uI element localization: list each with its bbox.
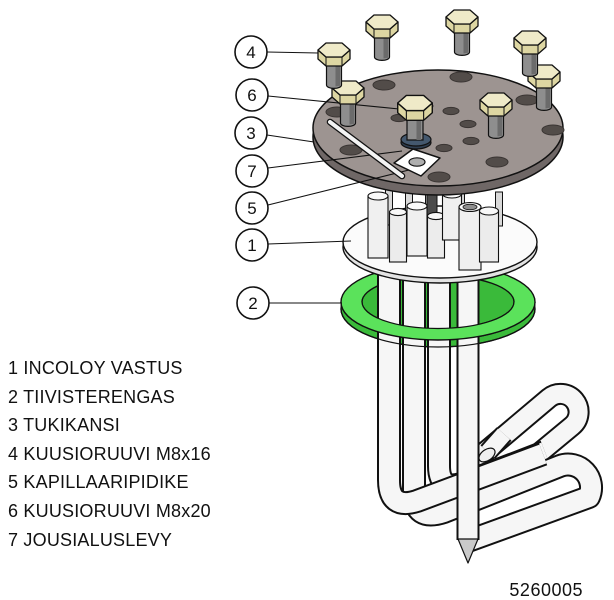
parts-list-item: 1 INCOLOY VASTUS	[8, 354, 211, 383]
pin	[388, 207, 408, 263]
part-item-name: KUUSIORUUVI M8x20	[23, 500, 211, 521]
hex-bolt-m8x16	[365, 14, 399, 62]
part-item-number: 2	[8, 386, 19, 407]
callout-1: 1	[235, 228, 269, 262]
pin	[478, 206, 500, 263]
callout-label: 7	[247, 162, 256, 181]
parts-list-item: 6 KUUSIORUUVI M8x20	[8, 497, 211, 526]
heating-element-tubes	[377, 253, 603, 564]
callout-4: 4	[234, 35, 268, 69]
part-item-name: KAPILLAARIPIDIKE	[23, 472, 189, 493]
parts-list-item: 3 TUKIKANSI	[8, 411, 211, 440]
part-item-number: 3	[8, 415, 19, 436]
part-item-name: TIIVISTERENGAS	[23, 386, 175, 407]
part-item-name: KUUSIORUUVI M8x16	[23, 443, 211, 464]
leader-lines	[266, 51, 410, 304]
parts-list-item: 4 KUUSIORUUVI M8x16	[8, 440, 211, 469]
part-item-name: JOUSIALUSLEVY	[23, 529, 173, 550]
drawing-part-number: 5260005	[509, 580, 583, 600]
callout-3: 3	[234, 116, 268, 150]
part-item-number: 1	[8, 358, 19, 378]
part-item-number: 7	[8, 529, 19, 550]
part-item-number: 4	[8, 443, 19, 464]
part-item-number: 5	[8, 472, 19, 493]
callout-6: 6	[235, 78, 269, 112]
callout-label: 1	[247, 236, 256, 255]
parts-list-item: 2 TIIVISTERENGAS	[8, 383, 211, 412]
callout-label: 2	[248, 294, 257, 313]
capillary-tube	[326, 118, 406, 180]
callout-7: 7	[235, 154, 269, 188]
capillary-holder	[393, 148, 441, 177]
callouts: 4 6 3 7 5 1 2	[234, 35, 270, 320]
parts-list-item: 5 KAPILLAARIPIDIKE	[8, 468, 211, 497]
callout-2: 2	[236, 286, 270, 320]
callout-label: 3	[246, 124, 255, 143]
pin	[406, 201, 428, 257]
part-item-name: INCOLOY VASTUS	[23, 358, 183, 378]
hex-bolt-m8x20	[397, 94, 433, 141]
part-item-name: TUKIKANSI	[23, 415, 120, 436]
terminal-pins	[367, 181, 503, 271]
pin-open	[458, 201, 482, 271]
pin	[367, 191, 389, 259]
callout-label: 6	[247, 86, 256, 105]
sensor-pocket-tip	[457, 538, 479, 564]
gasket-ring-front	[340, 301, 536, 348]
callout-label: 4	[246, 43, 255, 62]
callout-label: 5	[247, 199, 256, 218]
hex-bolt-m8x16	[445, 9, 479, 57]
callout-5: 5	[235, 191, 269, 225]
parts-list: 1 INCOLOY VASTUS 2 TIIVISTERENGAS 3 TUKI…	[8, 354, 211, 554]
parts-list-item: 7 JOUSIALUSLEVY	[8, 526, 211, 555]
part-item-number: 6	[8, 500, 19, 521]
